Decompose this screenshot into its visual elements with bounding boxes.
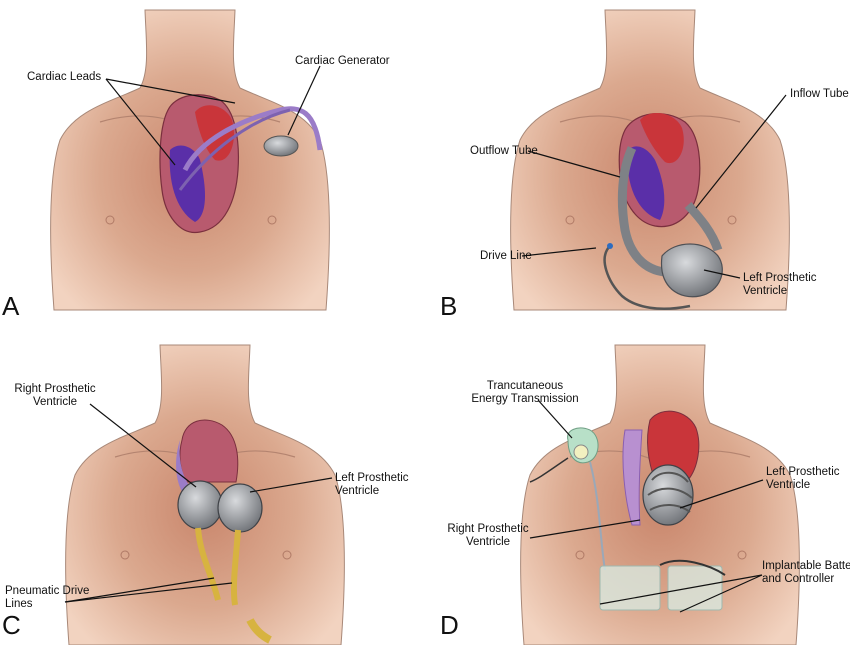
label-inflow-tube: Inflow Tube [790,88,849,100]
label-left-prosthetic-ventricle-d: Left Prosthetic Ventricle [766,466,840,492]
panel-d [520,344,800,646]
label-right-prosthetic-ventricle-d: Right Prosthetic Ventricle [440,523,536,549]
label-cardiac-leads: Cardiac Leads [27,71,102,83]
label-left-prosthetic-ventricle-c: Left Prosthetic Ventricle [335,472,409,498]
tet-coil-center [573,444,589,460]
label-pneumatic-drive-lines-line1: Pneumatic Drive [5,585,90,597]
cardiac-lead-path-2 [178,108,291,191]
right-prosthetic-ventricle-device-c [177,480,223,530]
panel-b [510,9,790,311]
pneumatic-drive-line-connector [246,618,272,644]
label-tet-line2: Energy Transmission [471,393,579,405]
panel-a [50,9,330,311]
tet-internal-cable [589,461,606,571]
leader-outflow-tube [527,150,621,178]
label-right-prosthetic-ventricle-c-line2: Ventricle [32,396,78,408]
leader-cardiac-leads-2 [105,78,176,166]
leader-pneumatic-2 [64,582,233,603]
label-right-prosthetic-ventricle-d-line2: Ventricle [465,536,511,548]
label-pneumatic-drive-lines: Pneumatic Drive Lines [5,585,89,611]
pneumatic-drive-line-1 [195,527,221,601]
left-prosthetic-ventricle-device-b [660,243,723,298]
leader-inflow-tube [695,94,787,209]
label-left-prosthetic-ventricle-c-line2: Ventricle [335,485,380,497]
label-right-prosthetic-ventricle-c-line1: Right Prosthetic [14,383,96,395]
leader-cardiac-leads-1 [105,78,236,104]
label-left-prosthetic-ventricle-b-line2: Ventricle [743,285,788,297]
inflow-tube-device [684,201,723,252]
tet-external-cable [529,457,569,483]
label-pneumatic-drive-lines-line2: Lines [5,598,33,610]
cardiac-generator-device [263,135,299,157]
heart-b-right-chambers [627,146,665,220]
leader-left-prosthetic-ventricle-b [703,269,741,279]
label-implantable-battery-controller: Implantable Battery and Controller [762,560,850,586]
device-coil-2 [647,487,693,499]
drive-line-cable [603,245,691,310]
leader-pneumatic-1 [64,577,215,603]
label-left-prosthetic-ventricle-c-line1: Left Prosthetic [335,472,409,484]
label-drive-line: Drive Line [480,250,532,262]
heart-d [647,410,700,481]
total-artificial-heart-device-d [642,464,694,526]
heart-c-vein [176,440,200,505]
implantable-battery-device [599,565,661,611]
label-trancutaneous-energy-transmission: Trancutaneous Energy Transmission [455,380,595,406]
heart-a-aorta [195,105,235,161]
label-left-prosthetic-ventricle-d-line1: Left Prosthetic [766,466,840,478]
panel-letter-a: A [2,291,20,321]
label-right-prosthetic-ventricle-c: Right Prosthetic Ventricle [5,383,105,409]
leader-right-prosthetic-ventricle-d [529,519,641,539]
pneumatic-drive-line-2 [230,529,241,606]
device-coil-1 [651,471,689,483]
label-right-prosthetic-ventricle-d-line1: Right Prosthetic [447,523,529,535]
leader-right-prosthetic-ventricle-c [89,403,197,488]
label-left-prosthetic-ventricle-b-line1: Left Prosthetic [743,272,817,284]
leader-left-prosthetic-ventricle-d [679,479,764,509]
heart-b-aorta [640,113,684,164]
label-outflow-tube: Outflow Tube [470,145,538,157]
leader-battery-1 [599,574,763,605]
leader-cardiac-generator [287,65,321,136]
panel-letter-c: C [2,610,21,640]
implantable-controller-device [667,565,723,611]
heart-d-vein [622,429,643,526]
label-cardiac-generator: Cardiac Generator [295,55,390,67]
controller-cable [659,559,726,576]
label-left-prosthetic-ventricle-b: Left Prosthetic Ventricle [743,272,817,298]
outflow-tube-device [617,146,666,277]
panel-c [64,344,345,646]
leader-left-prosthetic-ventricle-c [249,477,333,493]
leader-drive-line [521,247,597,257]
leader-tet [537,399,573,439]
device-coil-3 [649,504,691,513]
label-tet-line1: Trancutaneous [486,380,564,392]
label-battery-line1: Implantable Battery [762,560,850,572]
label-battery-line2: and Controller [762,573,835,585]
panel-letter-b: B [440,291,458,321]
drive-line-exit-site [607,243,613,249]
heart-a-right-chambers [169,145,205,222]
panel-letter-d: D [440,610,459,640]
cardiac-lead-path [182,106,323,172]
leader-battery-2 [679,574,763,613]
label-left-prosthetic-ventricle-d-line2: Ventricle [766,479,811,491]
